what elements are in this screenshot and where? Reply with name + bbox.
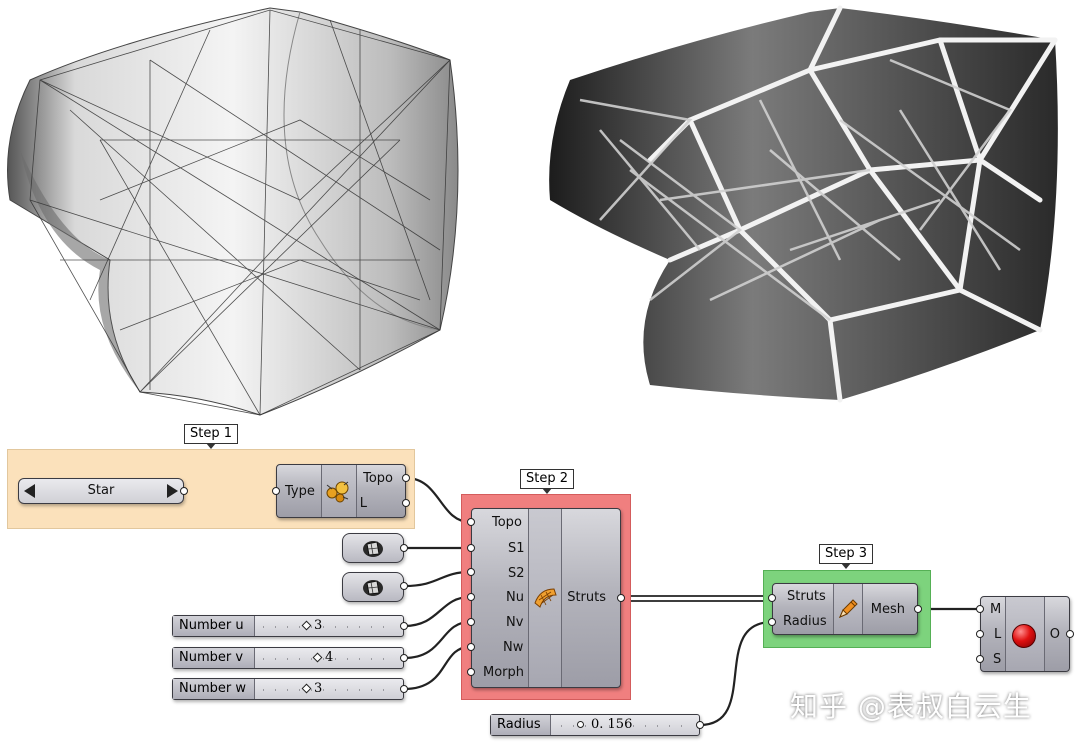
slider-number-w-name: Number w [173, 679, 255, 699]
struts-output-port[interactable] [617, 594, 625, 602]
step1-label: Step 1 [184, 424, 239, 449]
surface-icon [362, 579, 384, 597]
mesh-output-label: Mesh [870, 602, 905, 617]
struts-input-nu: Nu [506, 590, 524, 605]
slider-number-w-track[interactable] [263, 689, 393, 691]
preview-output-o: O [1049, 627, 1060, 642]
topology-component[interactable]: Type Topo L [276, 464, 406, 518]
slider-number-u-knob[interactable] [301, 620, 312, 631]
value-list-output-port[interactable] [180, 487, 188, 495]
slider-number-v-track[interactable] [263, 658, 393, 660]
struts-input-port-topo[interactable] [467, 518, 475, 526]
surface-param-s2[interactable] [342, 572, 404, 602]
struts-input-topo: Topo [492, 515, 522, 530]
step2-label: Step 2 [520, 469, 575, 494]
topology-input-type: Type [285, 484, 315, 499]
preview-input-port-m[interactable] [976, 605, 984, 613]
slider-number-v-knob[interactable] [312, 652, 323, 663]
topology-output-l: L [359, 496, 367, 511]
mesh-output-port[interactable] [914, 605, 922, 613]
preview-input-m: M [990, 602, 1002, 617]
curved-lattice-icon [532, 585, 558, 611]
struts-input-port-nu[interactable] [467, 593, 475, 601]
slider-number-u-port[interactable] [400, 622, 408, 630]
slider-number-v-port[interactable] [400, 654, 408, 662]
preview-output-port[interactable] [1066, 630, 1074, 638]
slider-number-v[interactable]: Number v 4 [172, 647, 404, 669]
slider-number-w-value: 3 [314, 681, 323, 696]
slider-number-w[interactable]: Number w 3 [172, 678, 404, 700]
surface-param-s1-port[interactable] [400, 544, 408, 552]
topology-input-port[interactable] [272, 487, 280, 495]
preview-input-port-l[interactable] [976, 630, 984, 638]
connection-wires [184, 476, 980, 727]
struts-input-s2: S2 [508, 566, 525, 581]
value-list-value: Star [87, 483, 115, 498]
struts-input-morph: Morph [483, 665, 525, 680]
slider-radius-name: Radius [491, 715, 551, 735]
struts-component[interactable]: Topo S1 S2 Nu Nv Nw Morph Struts [471, 508, 621, 688]
struts-input-nv: Nv [506, 615, 524, 630]
struts-input-s1: S1 [508, 541, 525, 556]
pencil-icon [836, 597, 860, 621]
struts-input-port-s1[interactable] [467, 544, 475, 552]
value-list-star[interactable]: Star [18, 478, 184, 504]
topology-output-topo: Topo [363, 471, 393, 486]
topology-output-topo-port[interactable] [402, 474, 410, 482]
wireframe-lattice-render [7, 7, 459, 416]
slider-radius-knob[interactable] [577, 721, 584, 728]
slider-number-w-knob[interactable] [301, 683, 312, 694]
preview-input-l: L [994, 627, 1002, 642]
mesh-input-port-radius[interactable] [768, 618, 776, 626]
mesh-component[interactable]: Struts Radius Mesh [772, 583, 918, 635]
struts-input-port-morph[interactable] [467, 668, 475, 676]
preview-input-port-s[interactable] [976, 655, 984, 663]
slider-number-v-name: Number v [173, 648, 255, 668]
slider-radius[interactable]: Radius 0. 156 [490, 714, 700, 736]
struts-input-nw: Nw [503, 640, 524, 655]
struts-input-port-nw[interactable] [467, 643, 475, 651]
struts-input-port-nv[interactable] [467, 618, 475, 626]
mesh-input-struts: Struts [787, 589, 826, 604]
preview-component[interactable]: M L S O [980, 596, 1070, 672]
preview-color-swatch-icon [1012, 624, 1036, 648]
slider-radius-port[interactable] [696, 721, 704, 729]
slider-number-v-value: 4 [325, 650, 334, 665]
bug-cluster-icon [324, 479, 352, 503]
surface-icon [362, 540, 384, 558]
preview-input-s: S [993, 652, 1002, 667]
solid-lattice-render [549, 5, 1058, 403]
slider-number-u-value: 3 [314, 618, 323, 633]
arrow-right-icon[interactable] [167, 484, 178, 498]
slider-number-u-name: Number u [173, 616, 255, 636]
surface-param-s2-port[interactable] [400, 582, 408, 590]
step3-label: Step 3 [819, 544, 874, 569]
mesh-input-radius: Radius [783, 614, 827, 629]
slider-number-u-track[interactable] [263, 626, 393, 628]
slider-number-u[interactable]: Number u 3 [172, 615, 404, 637]
struts-input-port-s2[interactable] [467, 568, 475, 576]
surface-param-s1[interactable] [342, 533, 404, 563]
arrow-left-icon[interactable] [24, 484, 35, 498]
topology-output-l-port[interactable] [402, 499, 410, 507]
struts-output-label: Struts [567, 590, 606, 605]
watermark: 知乎 @表叔白云生 [790, 690, 1032, 723]
slider-radius-value: 0. 156 [591, 717, 633, 732]
slider-number-w-port[interactable] [400, 685, 408, 693]
mesh-input-port-struts[interactable] [768, 594, 776, 602]
slider-radius-track[interactable] [561, 725, 689, 727]
